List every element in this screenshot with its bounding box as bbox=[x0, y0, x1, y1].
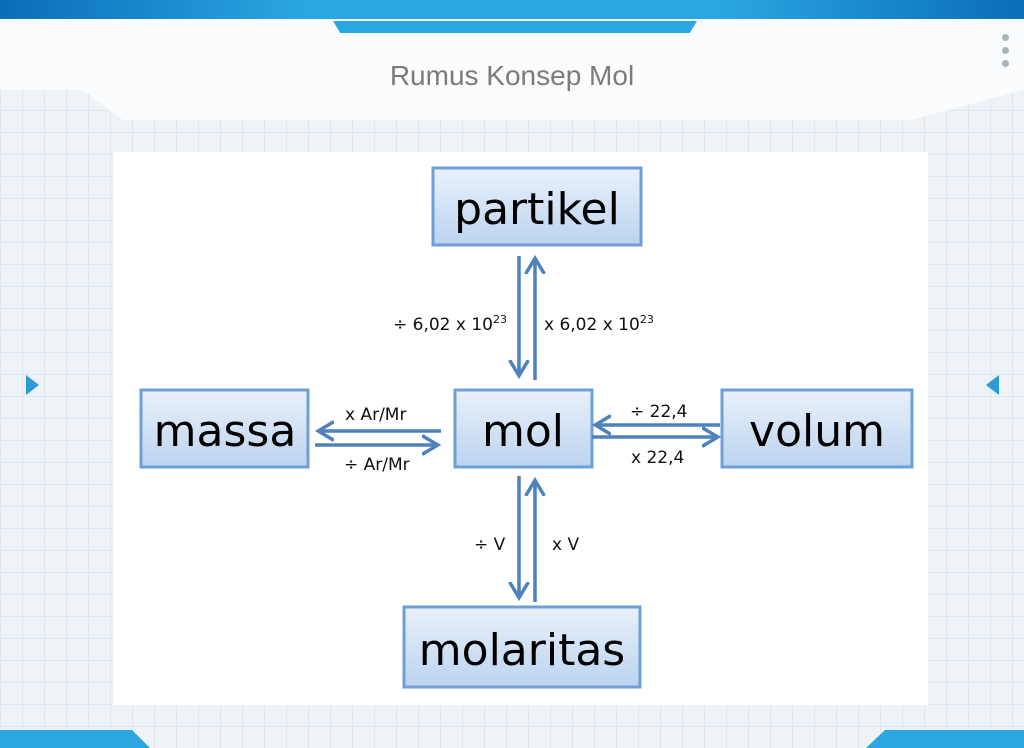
node-mol: mol bbox=[453, 388, 594, 469]
label-divide-v: ÷ V bbox=[474, 535, 506, 555]
previous-slide-button[interactable] bbox=[26, 375, 39, 395]
svg-text:molaritas: molaritas bbox=[419, 625, 625, 676]
label-divide-22-4: ÷ 22,4 bbox=[630, 402, 688, 422]
label-divide-avogadro: ÷ 6,02 x 1023 bbox=[393, 313, 507, 335]
top-bar bbox=[0, 0, 1024, 19]
label-times-v: x V bbox=[552, 535, 579, 555]
page-title: Rumus Konsep Mol bbox=[389, 60, 635, 91]
footer-right-bar bbox=[866, 730, 1024, 748]
header-tab bbox=[333, 21, 697, 33]
label-divide-ar-mr: ÷ Ar/Mr bbox=[344, 455, 410, 475]
label-multiply-avogadro: x 6,02 x 1023 bbox=[544, 313, 654, 335]
header-banner bbox=[0, 19, 1024, 120]
svg-text:partikel: partikel bbox=[454, 184, 620, 235]
label-times-22-4: x 22,4 bbox=[631, 448, 684, 468]
svg-text:massa: massa bbox=[154, 406, 297, 457]
footer-left-bar bbox=[0, 730, 150, 748]
node-massa: massa bbox=[139, 388, 310, 469]
more-menu-icon[interactable] bbox=[1002, 34, 1010, 73]
next-slide-button[interactable] bbox=[986, 375, 999, 395]
svg-text:volum: volum bbox=[749, 406, 885, 457]
label-times-ar-mr: x Ar/Mr bbox=[345, 405, 406, 425]
svg-text:mol: mol bbox=[482, 406, 564, 457]
node-partikel: partikel bbox=[431, 166, 643, 247]
node-volum: volum bbox=[720, 388, 914, 469]
node-molaritas: molaritas bbox=[402, 605, 642, 689]
